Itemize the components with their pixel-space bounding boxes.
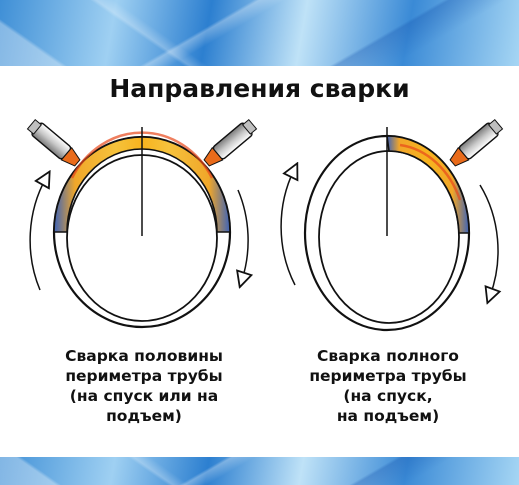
left-torch-icon-a [26,118,81,167]
left-caption-line-4: подъем) [106,407,182,425]
left-caption-line-3: (на спуск или на [69,387,219,405]
right-caption-line-3: (на спуск, [343,387,433,405]
right-weld-hot-edge [399,143,462,201]
left-weld-heat-zone [53,136,231,233]
left-direction-arrow-1 [29,178,46,291]
right-caption: Сварка полного периметра трубы (на спуск… [268,346,508,426]
content-panel [0,66,519,457]
left-caption-line-2: периметра трубы [65,367,223,385]
right-pipe-inner-ring [318,150,460,324]
left-caption: Сварка половины периметра трубы (на спус… [24,346,264,426]
left-torch-icon-b [203,118,258,167]
right-direction-arrow-2 [479,184,498,296]
left-direction-arrow-2 [238,189,248,280]
right-caption-line-2: периметра трубы [309,367,467,385]
decorative-header-band [0,0,519,66]
decorative-footer-band [0,457,519,485]
right-torch-icon [449,118,504,167]
right-direction-arrow-1 [280,170,295,286]
left-caption-line-1: Сварка половины [65,347,223,365]
page-title: Направления сварки [109,74,410,103]
right-caption-line-1: Сварка полного [317,347,459,365]
right-caption-line-4: на подъем) [336,407,440,425]
left-pipe-diagram [26,118,258,329]
right-pipe-diagram [280,118,504,332]
